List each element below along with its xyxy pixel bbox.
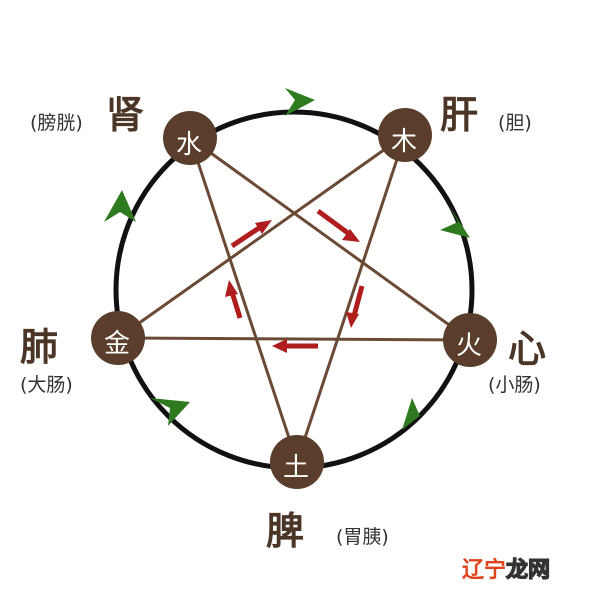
green-arrow-icon: [402, 398, 440, 430]
green-arrow-icon: [440, 204, 470, 238]
organ-heart: 心: [508, 327, 547, 371]
red-arrow-icon: [230, 220, 272, 249]
node-earth: [270, 435, 324, 489]
node-wood: [378, 108, 432, 162]
node-water: [163, 111, 217, 165]
node-fire: [443, 313, 497, 367]
watermark-logo: 辽宁龙网: [462, 552, 551, 584]
line-water-fire: [189, 136, 471, 342]
red-arrow-icon: [316, 208, 360, 242]
controlling-star: [117, 133, 471, 463]
green-arrow-icon: [150, 398, 190, 426]
line-wood-earth: [295, 134, 407, 463]
paired-large-intestine: (大肠): [20, 374, 73, 396]
green-arrow-icon: [285, 88, 315, 116]
element-metal: 金: [104, 329, 131, 359]
controlling-arrows: [225, 208, 365, 353]
watermark-part2: 龙网: [505, 557, 551, 583]
organ-liver: 肝: [440, 93, 479, 137]
paired-gallbladder: (胆): [498, 112, 532, 134]
element-wood: 木: [391, 127, 418, 157]
element-water: 水: [176, 130, 203, 160]
element-fire: 火: [456, 331, 483, 361]
element-nodes: [91, 108, 497, 489]
organ-kidney: 肾: [106, 93, 145, 137]
organ-lung: 肺: [20, 325, 59, 369]
line-wood-metal: [117, 133, 406, 340]
red-arrow-icon: [225, 280, 243, 319]
paired-bladder: (膀胱): [30, 112, 83, 134]
generating-arrows: [104, 88, 470, 430]
organ-spleen: 脾: [266, 509, 305, 553]
red-arrow-icon: [272, 339, 318, 353]
line-metal-fire: [117, 336, 471, 342]
green-arrow-icon: [104, 190, 136, 222]
paired-stomach-pancreas: (胃胰): [336, 526, 389, 548]
line-water-earth: [188, 137, 299, 463]
paired-small-intestine: (小肠): [488, 374, 541, 396]
node-metal: [91, 311, 145, 365]
watermark-part1: 辽宁: [462, 558, 507, 583]
red-arrow-icon: [346, 285, 365, 328]
element-earth: 土: [283, 453, 310, 483]
